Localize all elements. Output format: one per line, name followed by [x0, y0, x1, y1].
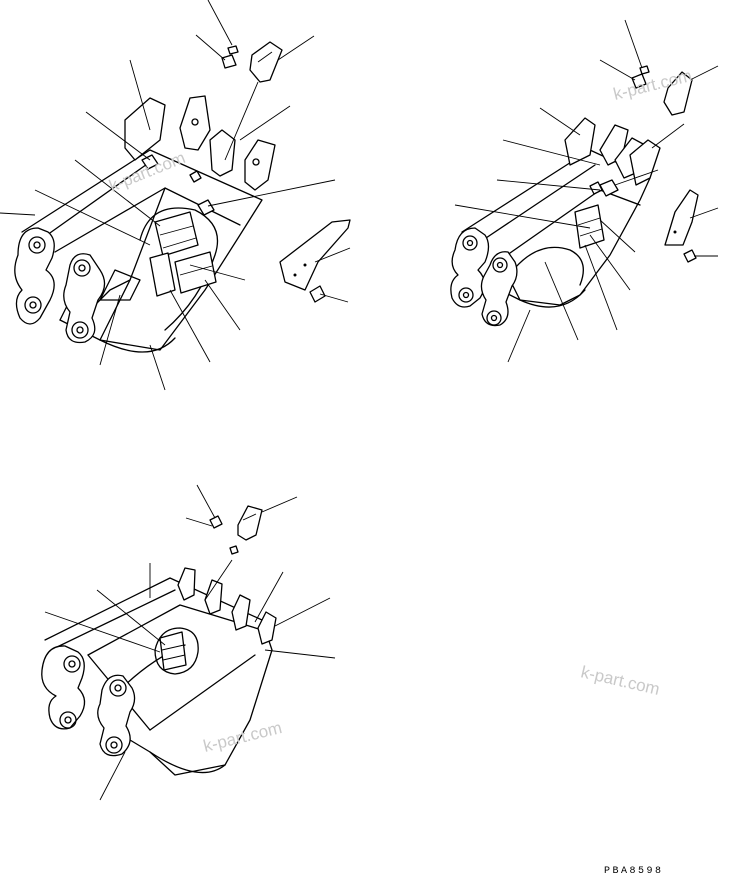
mounting-bracket-3 — [41, 645, 136, 757]
bolts-2 — [589, 181, 603, 195]
liner-plates-2 — [574, 204, 605, 249]
watermark-1: k-part.com — [106, 148, 188, 196]
leader-lines — [0, 0, 351, 391]
side-cutter — [124, 97, 166, 161]
leader-lines-2 — [454, 19, 719, 363]
tooth-point-3 — [209, 505, 263, 555]
liner-plate-3 — [154, 627, 199, 675]
tooth-point — [221, 41, 283, 83]
mounting-bracket — [14, 227, 106, 344]
watermark-3: k-part.com — [201, 718, 284, 756]
tooth-adapters — [179, 95, 276, 191]
bucket-body — [21, 149, 263, 353]
bucket-view-top-left: k-part.com — [0, 0, 351, 391]
leader-lines-3 — [44, 484, 336, 801]
side-cutter-right — [279, 219, 351, 303]
bucket-view-top-right: k-part.com — [450, 19, 719, 363]
tooth-point-2 — [631, 65, 693, 116]
watermark-4: k-part.com — [579, 662, 662, 699]
side-cutter-right-2 — [664, 189, 699, 263]
drawing-code: PBA8598 — [604, 866, 664, 877]
side-cutter-2 — [564, 117, 596, 166]
liner-plates — [149, 211, 217, 297]
bolts — [141, 154, 215, 216]
tooth-adapters-3 — [177, 567, 277, 645]
bucket-view-bottom-left: k-part.com — [41, 484, 336, 801]
tooth-adapters-2 — [599, 124, 661, 197]
mounting-bracket-2 — [450, 227, 518, 327]
